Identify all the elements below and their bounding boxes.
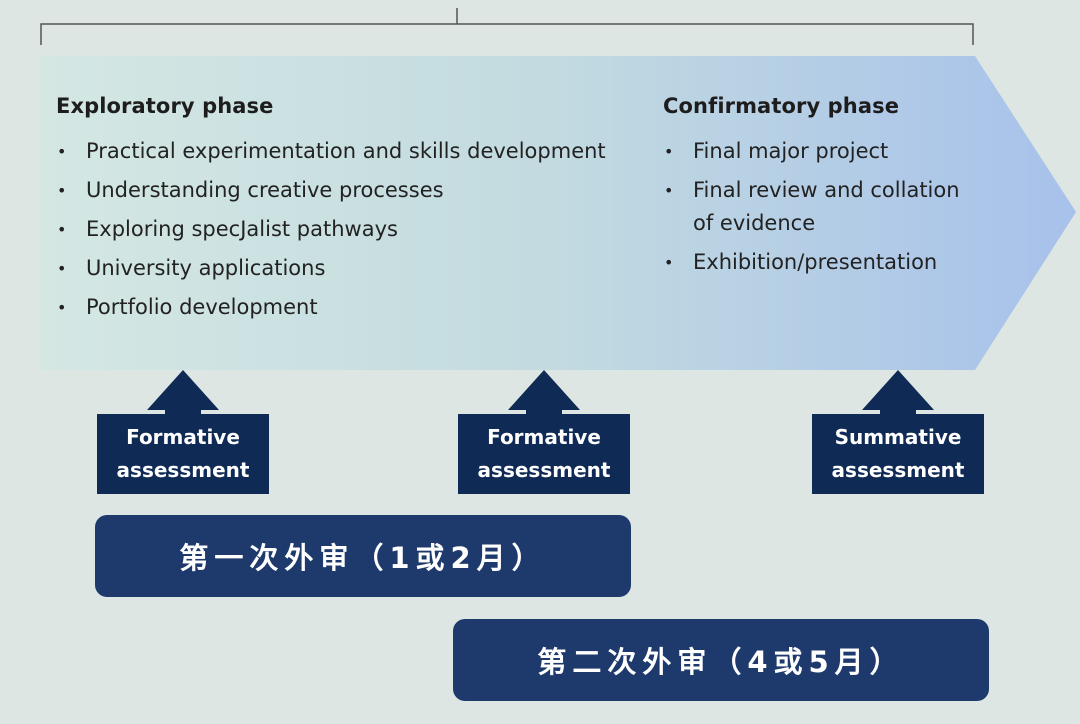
exploratory-phase: Exploratory phase •Practical experimenta… bbox=[56, 94, 636, 330]
confirmatory-phase-list: •Final major project •Final review and c… bbox=[663, 135, 983, 279]
list-item: •Portfolio development bbox=[57, 295, 318, 319]
timeline-bracket bbox=[40, 8, 974, 45]
list-item: •Exploring specJalist pathways bbox=[57, 217, 398, 241]
second-external-review: 第二次外审（4或5月） bbox=[453, 619, 989, 701]
exploratory-phase-title: Exploratory phase bbox=[56, 94, 274, 118]
list-item: •University applications bbox=[57, 256, 326, 280]
list-item: •Final review and collation of evidence bbox=[664, 178, 960, 235]
list-item: •Understanding creative processes bbox=[57, 178, 444, 202]
first-external-review: 第一次外审（1或2月） bbox=[95, 515, 631, 597]
formative-assessment-box: Formative assessment bbox=[458, 414, 630, 494]
list-item: •Final major project bbox=[664, 139, 889, 163]
up-arrow-icon bbox=[147, 370, 219, 416]
list-item: •Practical experimentation and skills de… bbox=[57, 139, 606, 163]
up-arrow-icon bbox=[508, 370, 580, 416]
exploratory-phase-list: •Practical experimentation and skills de… bbox=[56, 135, 636, 324]
confirmatory-phase-title: Confirmatory phase bbox=[663, 94, 900, 118]
phase-arrow-band bbox=[40, 56, 1076, 370]
confirmatory-phase: Confirmatory phase •Final major project … bbox=[663, 94, 983, 285]
list-item: •Exhibition/presentation bbox=[664, 250, 938, 274]
formative-assessment-box: Formative assessment bbox=[97, 414, 269, 494]
up-arrow-icon bbox=[862, 370, 934, 416]
summative-assessment-box: Summative assessment bbox=[812, 414, 984, 494]
